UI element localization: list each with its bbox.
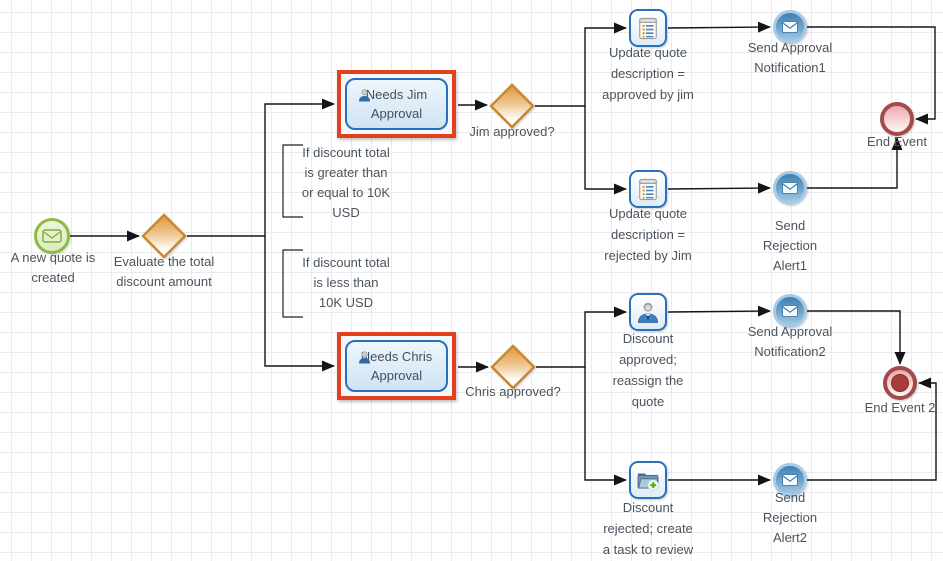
message-send-approval-notification2[interactable]: [773, 294, 807, 328]
checklist-icon: [639, 178, 657, 200]
message-envelope-icon: [782, 21, 798, 33]
folder-plus-icon: [637, 473, 659, 491]
message-send-approval-notification1-label: Send Approval Notification1: [747, 40, 833, 75]
task-needs-jim-approval-label: Needs Jim Approval: [365, 87, 428, 121]
task-discount-approved-label: Discount approved; reassign the quote: [612, 331, 684, 409]
task-update-quote-rejected-label: Update quote description = rejected by J…: [604, 206, 692, 263]
gateway-jim-approved[interactable]: [489, 83, 535, 129]
flow-rejected-to-msg2: [667, 182, 771, 194]
task-discount-rejected-label: Discount rejected; create a task to revi…: [602, 500, 694, 557]
flow-approved-to-msg1: [667, 21, 771, 33]
task-needs-jim-approval[interactable]: Needs Jim Approval: [337, 70, 456, 138]
message-envelope-icon: [782, 182, 798, 194]
message-send-rejection-alert2[interactable]: [773, 463, 807, 497]
gateway-chris-approved-label: Chris approved?: [465, 384, 561, 399]
annotation-condition-low[interactable]: If discount total is less than 10K USD: [302, 255, 390, 310]
gateway-chris-approved[interactable]: [490, 344, 536, 390]
message-send-rejection-alert2-label: Send Rejection Alert2: [762, 490, 818, 545]
gateway-jim-approved-label: Jim approved?: [469, 124, 555, 139]
gateway-evaluate-label: Evaluate the total discount amount: [113, 254, 215, 289]
task-update-quote-approved[interactable]: [629, 9, 667, 47]
checklist-icon: [639, 17, 657, 39]
start-event-label: A new quote is created: [10, 250, 96, 285]
terminate-circle-icon: [891, 374, 909, 392]
user-icon: [359, 351, 370, 364]
gateway-evaluate[interactable]: [141, 213, 187, 259]
flow-dapproved-to-msg3: [667, 305, 771, 317]
task-discount-approved[interactable]: [629, 293, 667, 331]
message-send-rejection-alert1[interactable]: [773, 171, 807, 205]
person-icon: [638, 302, 658, 323]
end-event-2[interactable]: [883, 366, 917, 400]
user-icon: [359, 89, 370, 102]
task-discount-rejected[interactable]: [629, 461, 667, 499]
message-envelope-icon: [782, 305, 798, 317]
end-event-2-label: End Event 2: [864, 400, 936, 415]
message-send-approval-notification1[interactable]: [773, 10, 807, 44]
flow-jimgw-to-rejected: [584, 106, 627, 195]
message-envelope-icon: [782, 474, 798, 486]
start-event[interactable]: [34, 218, 70, 254]
envelope-icon: [42, 229, 62, 243]
end-event-1[interactable]: [880, 102, 914, 136]
message-send-approval-notification2-label: Send Approval Notification2: [747, 324, 833, 359]
task-needs-chris-approval[interactable]: Needs Chris Approval: [337, 332, 456, 400]
annotation-condition-high[interactable]: If discount total is greater than or equ…: [301, 145, 391, 220]
task-needs-jim-approval-shape[interactable]: Needs Jim Approval: [345, 78, 448, 130]
task-needs-chris-approval-shape[interactable]: Needs Chris Approval: [345, 340, 448, 392]
task-update-quote-rejected[interactable]: [629, 170, 667, 208]
task-needs-chris-approval-label: Needs Chris Approval: [360, 349, 433, 383]
end-event-1-label: End Event: [867, 134, 927, 149]
task-update-quote-approved-label: Update quote description = approved by j…: [602, 45, 694, 102]
message-send-rejection-alert1-label: Send Rejection Alert1: [762, 218, 818, 273]
